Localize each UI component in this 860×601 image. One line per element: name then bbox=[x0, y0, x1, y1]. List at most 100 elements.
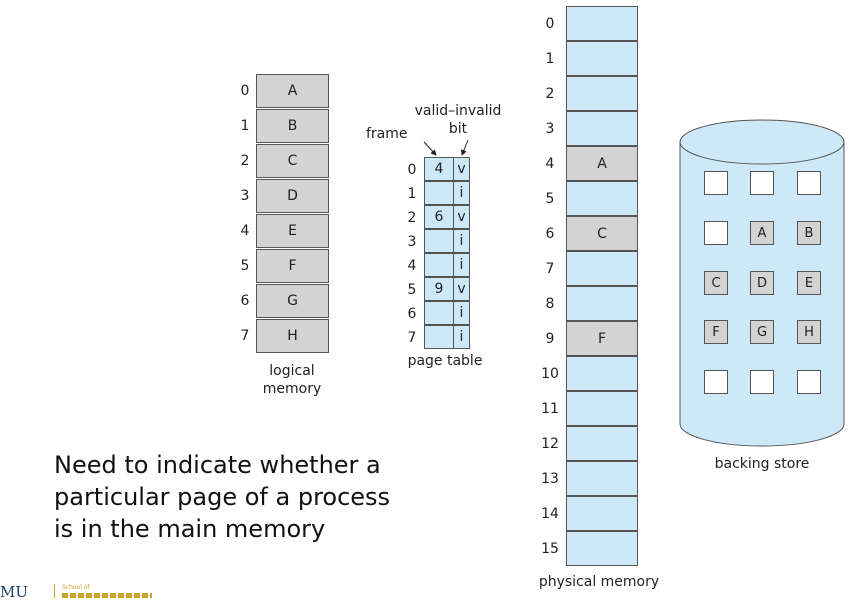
page-table-frame bbox=[424, 301, 454, 325]
page-table-frame bbox=[424, 181, 454, 205]
page-table-index: 5 bbox=[407, 282, 417, 298]
frame-index: 2 bbox=[545, 86, 555, 102]
backing-slot: B bbox=[797, 221, 821, 245]
frame-index: 3 bbox=[545, 121, 555, 137]
backing-slot: D bbox=[750, 271, 774, 295]
logical-index: 6 bbox=[240, 293, 250, 309]
memory-frame bbox=[566, 391, 638, 426]
memory-frame: A bbox=[566, 146, 638, 181]
frame-index: 14 bbox=[541, 506, 559, 522]
page-table-frame bbox=[424, 229, 454, 253]
logical-index: 0 bbox=[240, 83, 250, 99]
memory-frame bbox=[566, 426, 638, 461]
page-table-index: 3 bbox=[407, 234, 417, 250]
backing-slot: E bbox=[797, 271, 821, 295]
page-table-index: 2 bbox=[407, 210, 417, 226]
memory-frame bbox=[566, 531, 638, 566]
backing-slot: C bbox=[704, 271, 728, 295]
memory-frame bbox=[566, 76, 638, 111]
memory-frame bbox=[566, 181, 638, 216]
backing-store-label: backing store bbox=[714, 456, 810, 472]
backing-slot bbox=[797, 171, 821, 195]
logical-page: B bbox=[256, 109, 329, 143]
logical-index: 3 bbox=[240, 188, 250, 204]
frame-label: frame bbox=[366, 126, 408, 142]
frame-index: 4 bbox=[545, 156, 555, 172]
page-table-frame: 9 bbox=[424, 277, 454, 301]
logo-divider bbox=[54, 584, 55, 598]
logical-index: 4 bbox=[240, 223, 250, 239]
memory-frame bbox=[566, 496, 638, 531]
frame-index: 1 bbox=[545, 51, 555, 67]
backing-slot: H bbox=[797, 320, 821, 344]
caption-line: is in the main memory bbox=[54, 515, 326, 543]
school-text: School of bbox=[62, 584, 90, 591]
frame-index: 10 bbox=[541, 366, 559, 382]
logical-page: G bbox=[256, 284, 329, 318]
backing-slot: F bbox=[704, 320, 728, 344]
backing-slot: A bbox=[750, 221, 774, 245]
logical-memory-label: logical bbox=[269, 363, 315, 379]
backing-slot bbox=[797, 370, 821, 394]
page-table-index: 1 bbox=[407, 186, 417, 202]
valid-invalid-bit: i bbox=[453, 253, 470, 277]
logical-page: E bbox=[256, 214, 329, 248]
slide-caption: Need to indicate whether a particular pa… bbox=[54, 449, 390, 545]
pointer-arrows bbox=[423, 139, 469, 156]
logo-text: MU bbox=[0, 583, 29, 601]
page-table-frame bbox=[424, 325, 454, 349]
backing-slot bbox=[704, 370, 728, 394]
frame-index: 9 bbox=[545, 331, 555, 347]
frame-index: 6 bbox=[545, 226, 555, 242]
memory-frame bbox=[566, 356, 638, 391]
page-table-label: page table bbox=[407, 353, 483, 369]
valid-invalid-label: bit bbox=[448, 121, 468, 137]
physical-memory-label: physical memory bbox=[538, 574, 660, 590]
frame-index: 15 bbox=[541, 541, 559, 557]
frame-index: 13 bbox=[541, 471, 559, 487]
frame-index: 0 bbox=[545, 16, 555, 32]
backing-slot bbox=[750, 370, 774, 394]
frame-index: 8 bbox=[545, 296, 555, 312]
valid-invalid-bit: i bbox=[453, 181, 470, 205]
memory-frame bbox=[566, 6, 638, 41]
valid-invalid-bit: v bbox=[453, 205, 470, 229]
page-table-frame bbox=[424, 253, 454, 277]
backing-slot bbox=[750, 171, 774, 195]
caption-line: particular page of a process bbox=[54, 483, 391, 511]
logical-memory-label: memory bbox=[262, 381, 322, 397]
memory-frame: F bbox=[566, 321, 638, 356]
page-table-index: 0 bbox=[407, 162, 417, 178]
logical-page: C bbox=[256, 144, 329, 178]
frame-index: 5 bbox=[545, 191, 555, 207]
logical-page: D bbox=[256, 179, 329, 213]
valid-invalid-bit: i bbox=[453, 325, 470, 349]
valid-invalid-bit: i bbox=[453, 229, 470, 253]
memory-frame bbox=[566, 111, 638, 146]
caption-line: Need to indicate whether a bbox=[54, 451, 381, 479]
logical-index: 5 bbox=[240, 258, 250, 274]
school-name-cropped bbox=[62, 593, 152, 598]
page-table-frame: 6 bbox=[424, 205, 454, 229]
frame-index: 7 bbox=[545, 261, 555, 277]
logical-page: H bbox=[256, 319, 329, 353]
memory-frame bbox=[566, 286, 638, 321]
memory-frame bbox=[566, 251, 638, 286]
logical-index: 2 bbox=[240, 153, 250, 169]
valid-invalid-bit: v bbox=[453, 277, 470, 301]
frame-index: 11 bbox=[541, 401, 559, 417]
memory-frame bbox=[566, 461, 638, 496]
memory-frame bbox=[566, 41, 638, 76]
logical-index: 7 bbox=[240, 328, 250, 344]
page-table-index: 6 bbox=[407, 306, 417, 322]
backing-slot bbox=[704, 171, 728, 195]
logical-index: 1 bbox=[240, 118, 250, 134]
valid-invalid-bit: v bbox=[453, 157, 470, 181]
valid-invalid-label: valid–invalid bbox=[414, 103, 502, 119]
valid-invalid-bit: i bbox=[453, 301, 470, 325]
memory-frame: C bbox=[566, 216, 638, 251]
backing-slot: G bbox=[750, 320, 774, 344]
page-table-frame: 4 bbox=[424, 157, 454, 181]
page-table-index: 7 bbox=[407, 330, 417, 346]
backing-slot bbox=[704, 221, 728, 245]
